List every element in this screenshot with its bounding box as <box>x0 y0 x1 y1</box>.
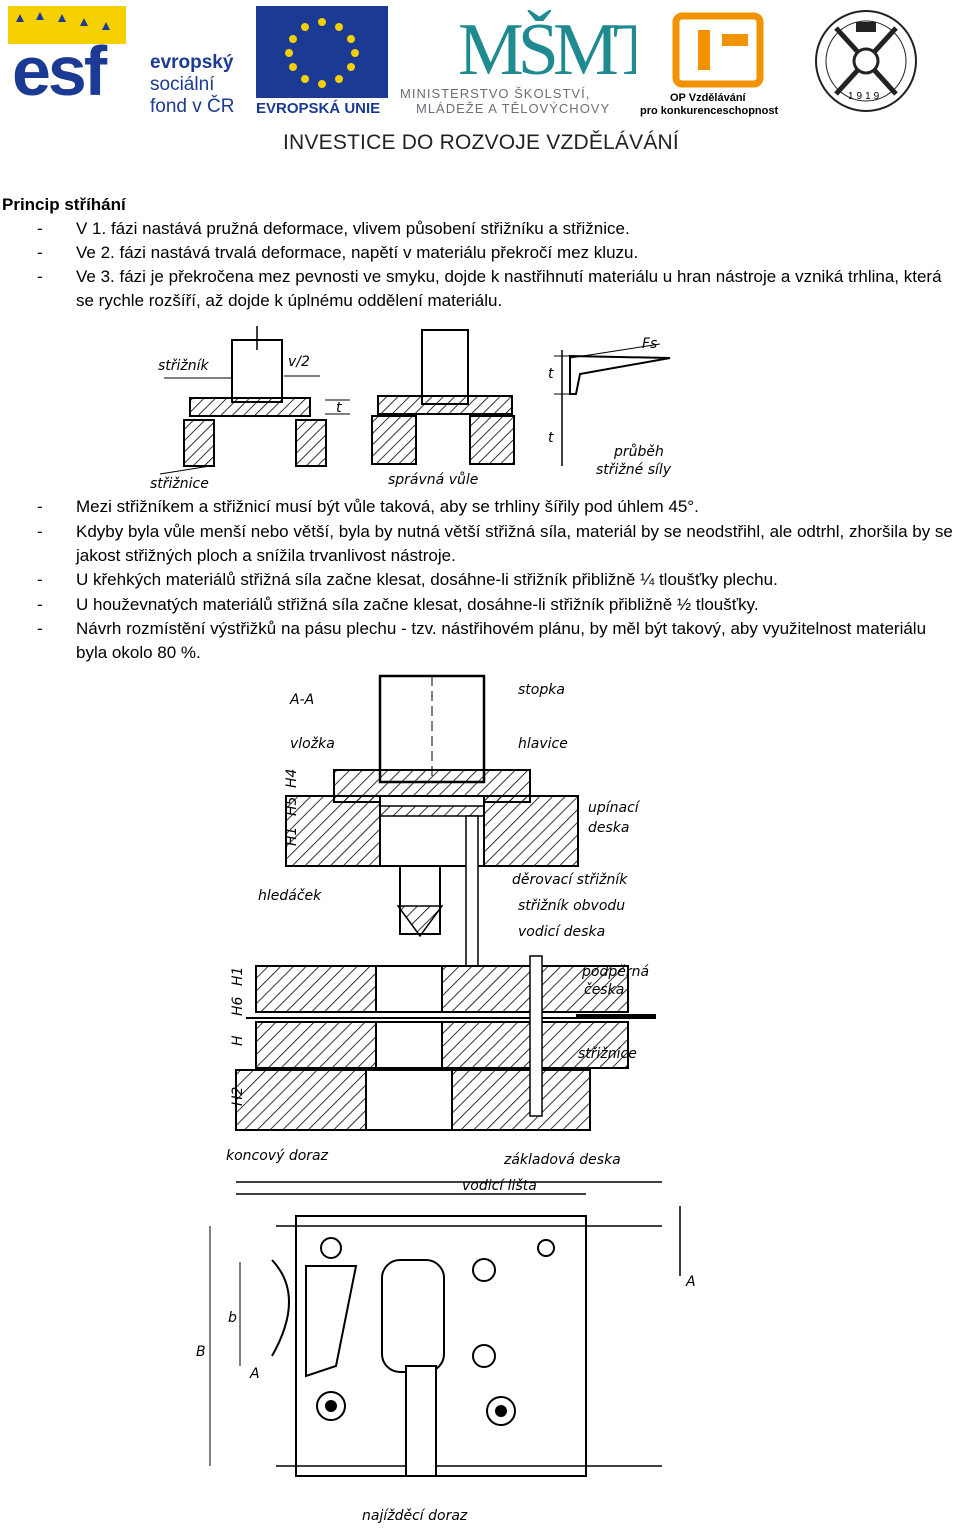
op-logo-icon <box>672 12 764 88</box>
label-prubeh: průběh <box>613 444 664 460</box>
label-H: H <box>230 1035 246 1046</box>
shearing-principle-figure: střižník střižnice v/2 t správná vůle Fs… <box>150 316 716 496</box>
label-striznik: střižník <box>158 358 210 374</box>
label-najizdeci-doraz: najížděcí doraz <box>362 1508 468 1524</box>
bullet-dash: - <box>37 219 43 238</box>
page-header: esf evropský sociální fond v ČR EVROPSKÁ… <box>0 0 960 165</box>
bullet-dash: - <box>37 267 43 286</box>
bullet-text: Kdyby byla vůle menší nebo větší, byla b… <box>76 522 953 565</box>
label-H1-mid: H1 <box>230 967 246 986</box>
label-H1-top: H1 <box>284 827 300 846</box>
tagline: INVESTICE DO ROZVOJE VZDĚLÁVÁNÍ <box>283 131 679 154</box>
label-striznice2: střižnice <box>578 1046 637 1062</box>
msmt-line1: MINISTERSTVO ŠKOLSTVÍ, <box>400 86 591 101</box>
label-t1: t <box>336 400 342 416</box>
op-logo: OP Vzdělávání pro konkurenceschopnost <box>640 8 800 118</box>
label-A-right: A <box>685 1274 696 1290</box>
bullet-text: Návrh rozmístění výstřižků na pásu plech… <box>76 619 927 662</box>
label-B: B <box>196 1344 206 1360</box>
label-H2: H2 <box>230 1086 246 1106</box>
shearing-diagram: střižník střižnice v/2 t správná vůle Fs… <box>150 326 672 492</box>
eu-caption: EVROPSKÁ UNIE <box>256 100 381 117</box>
bullet-dash: - <box>37 497 43 516</box>
label-striznik-obvodu: střižník obvodu <box>518 898 625 914</box>
bullet-dash: - <box>37 570 43 589</box>
label-striznice: střižnice <box>150 476 209 492</box>
msmt-line2: MLÁDEŽE A TĚLOVÝCHOVY <box>416 101 611 116</box>
bullet-dash: - <box>37 619 43 638</box>
eu-flag-icon <box>256 6 388 98</box>
bullet-dash: - <box>37 522 43 541</box>
op-line1: OP Vzdělávání <box>670 92 746 104</box>
label-v2: v/2 <box>288 354 310 370</box>
bullet-text: Ve 2. fázi nastává trvalá deformace, nap… <box>76 243 639 262</box>
label-t2: t <box>548 366 554 382</box>
hammer-seal-icon <box>815 10 917 112</box>
msmt-logo: MŠMT MINISTERSTVO ŠKOLSTVÍ, MLÁDEŽE A TĚ… <box>400 4 663 119</box>
esf-line1: evropský <box>150 52 234 73</box>
esf-line3: fond v ČR <box>150 96 235 117</box>
esf-logo-graphic <box>8 6 126 44</box>
bullet-dash: - <box>37 595 43 614</box>
page-title: Princip stříhání <box>2 195 126 214</box>
bullet-text: Ve 3. fázi je překročena mez pevnosti ve… <box>76 267 942 310</box>
cutting-die-figure: A-A stopka vložka hlavice upínací deska … <box>186 666 720 1530</box>
op-line2: pro konkurenceschopnost <box>640 105 779 117</box>
bullet-text: Mezi střižníkem a střižnicí musí být vůl… <box>76 497 699 516</box>
esf-wordmark: esf <box>12 32 107 110</box>
label-koncovy-doraz: koncový doraz <box>226 1148 329 1164</box>
eu-logo: EVROPSKÁ UNIE <box>256 6 396 121</box>
label-spravna-vule: správná vůle <box>388 472 478 488</box>
label-section: A-A <box>289 692 314 708</box>
bullet-text: U křehkých materiálů střižná síla začne … <box>76 570 778 589</box>
label-H4: H4 <box>284 769 300 788</box>
label-upinaci: upínací <box>588 800 641 816</box>
label-vodici-lista: vodicí lišta <box>462 1178 537 1194</box>
label-hlavice: hlavice <box>518 736 568 752</box>
cutting-die-drawing: A-A stopka vložka hlavice upínací deska … <box>196 674 696 1524</box>
seal-year: 1919 <box>848 91 883 102</box>
label-H5: H5 <box>284 796 300 816</box>
bullet-dash: - <box>37 243 43 262</box>
bullet-text: U houževnatých materiálů střižná síla za… <box>76 595 759 614</box>
label-b: b <box>228 1310 237 1326</box>
esf-line2: sociální <box>150 74 215 95</box>
svg-text:MŠMT: MŠMT <box>458 9 636 82</box>
label-H6: H6 <box>230 996 246 1016</box>
label-t3: t <box>548 430 554 446</box>
label-ceska: česka <box>584 982 624 998</box>
label-vodici-deska: vodicí deska <box>518 924 605 940</box>
label-A-left: A <box>249 1366 260 1382</box>
esf-logo: esf evropský sociální fond v ČR <box>0 0 248 125</box>
label-strizne-sily: střižné síly <box>596 462 672 478</box>
school-seal: 1919 <box>808 6 924 116</box>
label-zakladova-deska: základová deska <box>503 1152 621 1168</box>
label-fs: Fs <box>642 336 657 352</box>
bullet-text: V 1. fázi nastává pružná deformace, vliv… <box>76 219 630 238</box>
msmt-monogram-icon: MŠMT <box>458 9 663 91</box>
label-deska: deska <box>588 820 629 836</box>
label-stopka: stopka <box>518 682 565 698</box>
label-derovaci-striznik: děrovací střižník <box>512 872 628 888</box>
label-podperna: podpěrná <box>581 964 649 980</box>
label-hledacek: hledáček <box>258 888 322 904</box>
label-vlozka: vložka <box>290 736 335 752</box>
